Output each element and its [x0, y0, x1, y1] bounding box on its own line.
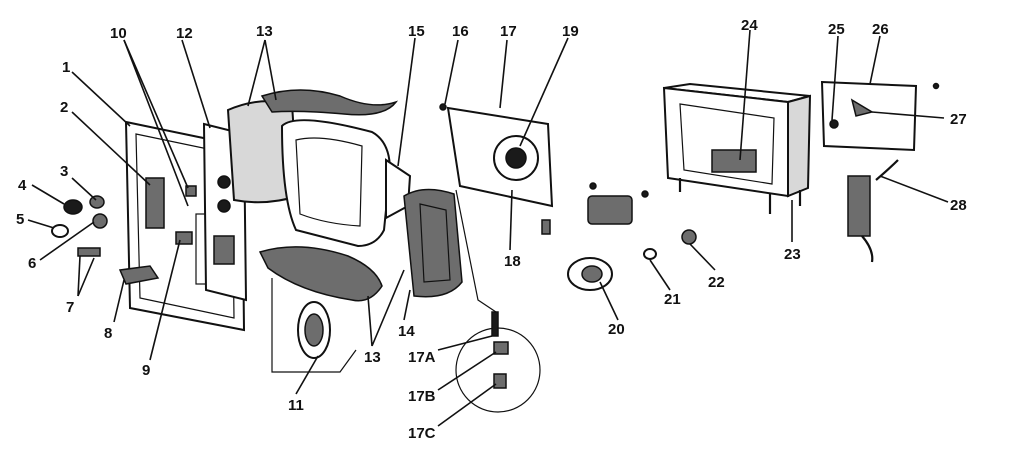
detail-inset — [455, 189, 541, 413]
label-18: 18 — [504, 253, 521, 270]
label-23: 23 — [784, 246, 801, 263]
label-2: 2 — [60, 99, 68, 116]
label-17c: 17C — [408, 425, 436, 442]
picture-tube — [226, 89, 412, 302]
cabinet — [662, 82, 812, 214]
bracket — [118, 265, 160, 285]
power-cord — [847, 159, 899, 263]
label-17: 17 — [500, 23, 517, 40]
knob-set — [51, 185, 197, 257]
label-22: 22 — [708, 274, 725, 291]
label-17b: 17B — [408, 388, 436, 405]
label-8: 8 — [104, 325, 112, 342]
label-26: 26 — [872, 21, 889, 38]
label-1: 1 — [62, 59, 70, 76]
label-10: 10 — [110, 25, 127, 42]
speaker — [271, 278, 357, 373]
label-12: 12 — [176, 25, 193, 42]
label-27: 27 — [950, 111, 967, 128]
label-7: 7 — [66, 299, 74, 316]
back-cover — [820, 80, 940, 152]
label-6: 6 — [28, 255, 36, 272]
part-labels: 1 2 3 4 5 6 7 8 9 10 12 13 15 16 17 19 1… — [16, 17, 967, 442]
rear-baffle — [403, 188, 463, 298]
label-24: 24 — [741, 17, 758, 34]
yoke-assembly — [439, 103, 554, 235]
label-20: 20 — [608, 321, 625, 338]
tuner-board — [567, 182, 649, 291]
label-16: 16 — [452, 23, 469, 40]
label-14: 14 — [398, 323, 415, 340]
label-5: 5 — [16, 211, 24, 228]
label-11: 11 — [288, 397, 304, 414]
label-13-top: 13 — [256, 23, 273, 40]
label-19: 19 — [562, 23, 579, 40]
label-25: 25 — [828, 21, 845, 38]
label-13-bottom: 13 — [364, 349, 381, 366]
label-15: 15 — [408, 23, 425, 40]
small-knobs — [643, 229, 697, 260]
label-9: 9 — [142, 362, 150, 379]
label-21: 21 — [664, 291, 681, 308]
label-17a: 17A — [408, 349, 436, 366]
label-28: 28 — [950, 197, 967, 214]
label-4: 4 — [18, 177, 27, 194]
leader-lines — [27, 29, 949, 427]
label-3: 3 — [60, 163, 68, 180]
